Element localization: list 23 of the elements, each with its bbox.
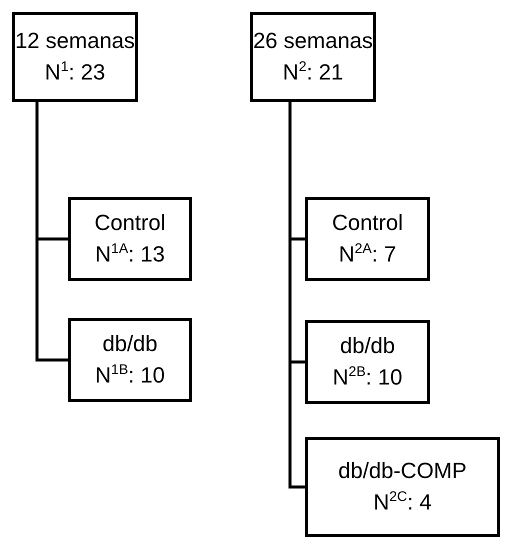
box-label: N$^{2}$: 21 (282, 59, 344, 85)
box-label: db/db-COMP (338, 459, 467, 484)
box-label: N$^{1}$: 23 (44, 59, 106, 85)
connector-line (36, 102, 68, 362)
box-label: 26 semanas (253, 29, 373, 54)
box-label: N$^{1A}$: 13 (95, 241, 165, 267)
group-box (68, 197, 192, 281)
box-label: N$^{2A}$: 7 (338, 241, 396, 267)
box-label: Control (332, 211, 403, 236)
group-box (305, 320, 430, 404)
group-box (305, 197, 430, 281)
box-label: N$^{2B}$: 10 (332, 364, 402, 390)
box-label: db/db (102, 332, 158, 356)
box-label: Control (94, 211, 166, 236)
group-box (12, 12, 138, 102)
box-label: db/db (340, 334, 396, 358)
connector-line (288, 102, 305, 488)
group-box (250, 12, 376, 102)
group-box (68, 318, 192, 402)
box-label: N$^{1B}$: 10 (95, 362, 165, 388)
group-box (305, 437, 500, 537)
box-label: 12 semanas (15, 29, 135, 54)
box-label: N$^{2C}$: 4 (373, 489, 432, 515)
